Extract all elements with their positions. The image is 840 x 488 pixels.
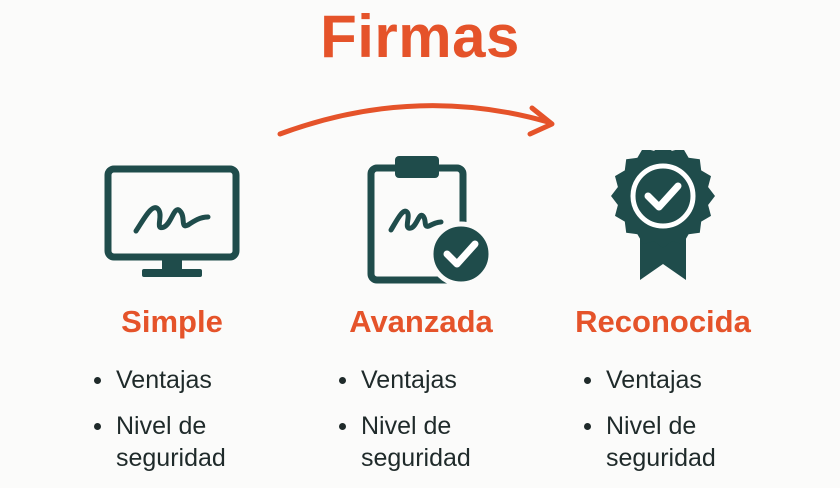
list-item: Nivel de seguridad: [92, 410, 292, 474]
monitor-signature-icon: [104, 165, 240, 277]
progression-arrow: [277, 103, 555, 137]
column-title: Simple: [121, 304, 223, 339]
feature-list: Ventajas Nivel de seguridad: [582, 364, 782, 488]
column-title: Avanzada: [349, 304, 493, 339]
list-item: Nivel de seguridad: [337, 410, 537, 474]
feature-list: Ventajas Nivel de seguridad: [337, 364, 537, 488]
list-item: Ventajas: [92, 364, 292, 396]
column-title: Reconocida: [575, 304, 751, 339]
list-item: Ventajas: [582, 364, 782, 396]
clipboard-check-icon: [367, 156, 493, 286]
page-title: Firmas: [320, 3, 520, 70]
list-item: Nivel de seguridad: [582, 410, 782, 474]
feature-list: Ventajas Nivel de seguridad: [92, 364, 292, 488]
list-item: Ventajas: [337, 364, 537, 396]
arrow-curve: [277, 103, 551, 137]
award-badge-icon: [611, 150, 715, 280]
arrow-head: [527, 105, 555, 137]
